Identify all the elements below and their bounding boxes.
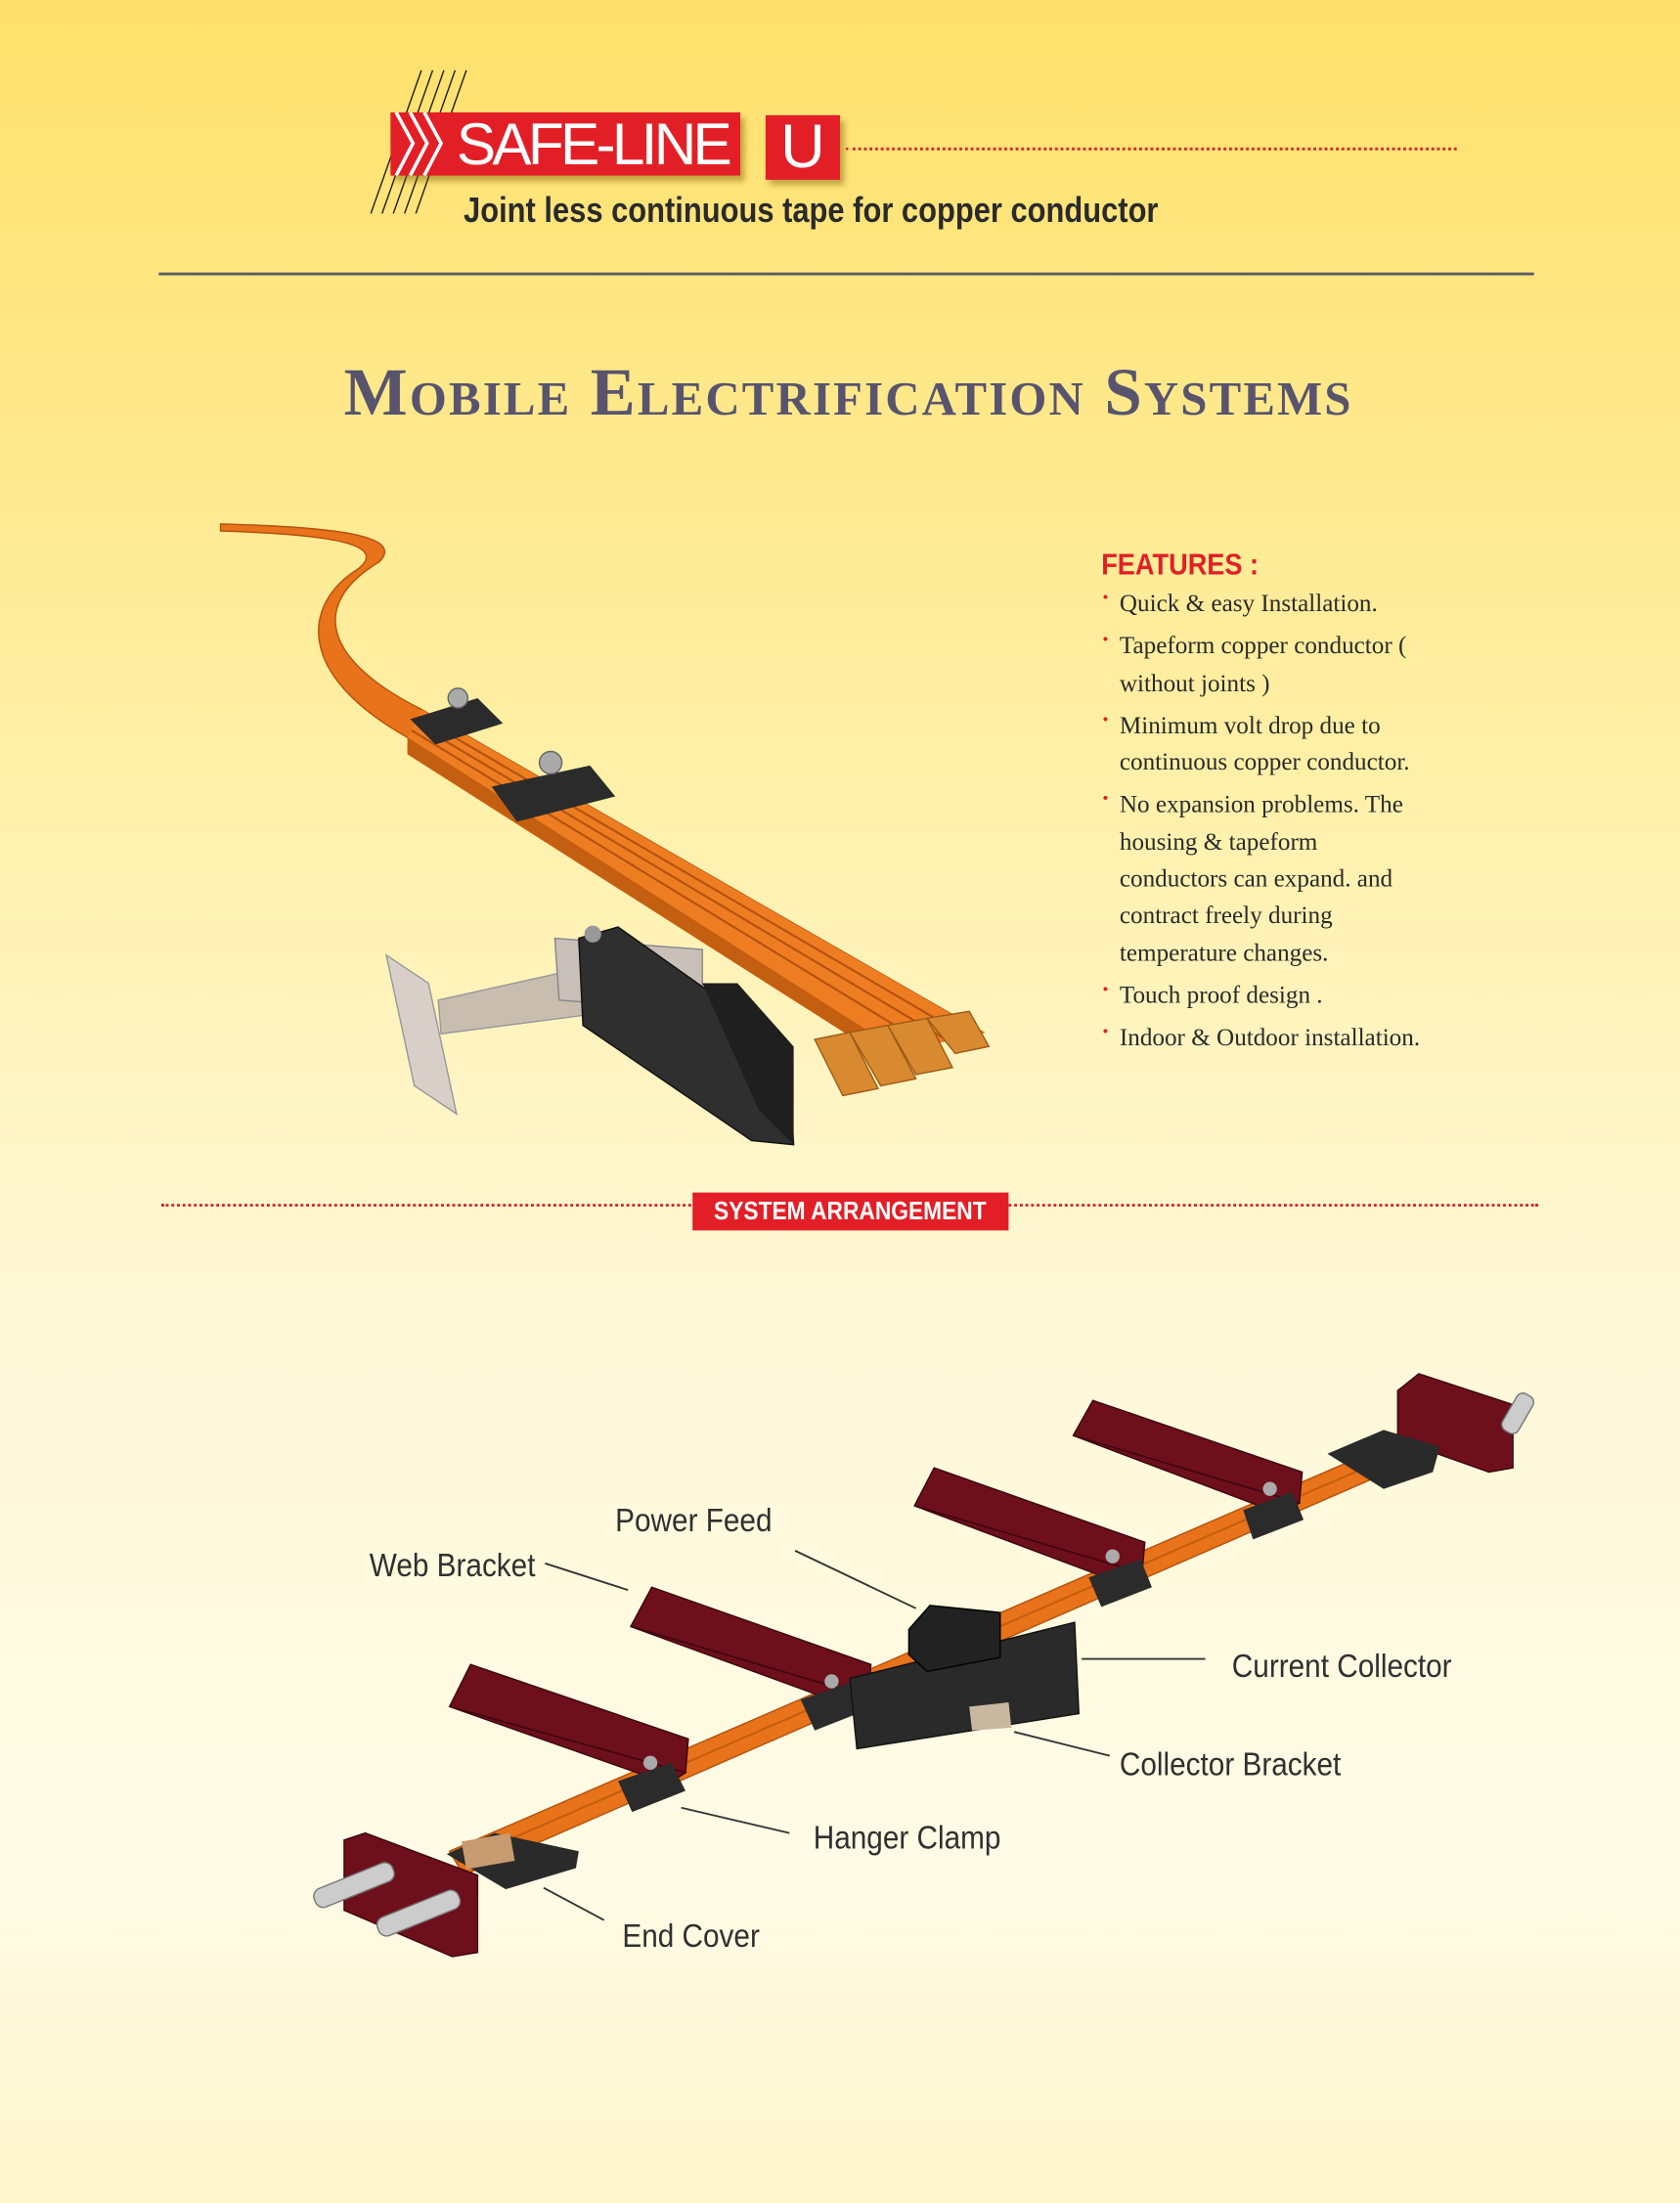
section-label: SYSTEM ARRANGEMENT xyxy=(692,1192,1009,1231)
label-current-collector: Current Collector xyxy=(1231,1648,1452,1685)
page-title: Mobile Electrification Systems xyxy=(343,355,1353,430)
features-list: Quick & easy Installation. Tapeform copp… xyxy=(1101,579,1523,1062)
label-end-cover: End Cover xyxy=(622,1917,760,1955)
feature-item: Touch proof design . xyxy=(1101,971,1523,1013)
chevron-logo-icon xyxy=(394,111,444,176)
end-covers xyxy=(313,1373,1534,1958)
header-dotted-line xyxy=(845,147,1457,151)
feature-item: Quick & easy Installation. xyxy=(1101,579,1523,622)
label-web-bracket: Web Bracket xyxy=(369,1546,536,1583)
logo-suffix: U xyxy=(765,114,841,180)
subtitle: Joint less continuous tape for copper co… xyxy=(464,191,1159,231)
logo-text: SAFE-LINE xyxy=(456,111,732,176)
label-collector-bracket: Collector Bracket xyxy=(1119,1745,1342,1783)
label-power-feed: Power Feed xyxy=(615,1501,773,1538)
feature-item: Tapeform copper conductor ( without join… xyxy=(1101,621,1429,701)
hanger-clamps xyxy=(410,687,616,822)
feature-item: Minimum volt drop due to continuous copp… xyxy=(1101,701,1449,780)
current-collector xyxy=(578,925,795,1146)
label-hanger-clamp: Hanger Clamp xyxy=(813,1819,1001,1856)
feature-item: Indoor & Outdoor installation. xyxy=(1101,1013,1523,1056)
feature-item: No expansion problems. The housing & tap… xyxy=(1101,780,1422,971)
header-divider xyxy=(158,272,1534,276)
features-heading: FEATURES : xyxy=(1101,549,1260,582)
leader-lines xyxy=(543,1550,1206,1921)
logo-safe-line: SAFE-LINE xyxy=(390,111,741,176)
power-feed-and-collector xyxy=(849,1605,1080,1750)
